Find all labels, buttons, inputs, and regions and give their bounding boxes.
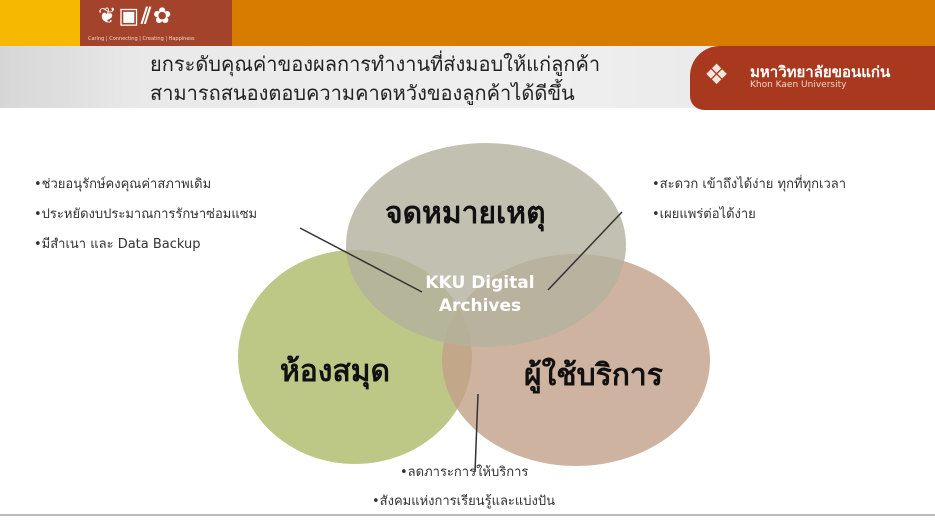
center-line-2: Archives (438, 296, 522, 316)
note-bottom-1: •ลดภาระการให้บริการ (400, 465, 529, 480)
note-left-3: •มีสำเนา และ Data Backup (34, 237, 201, 252)
university-name-th: มหาวิทยาลัยขอนแก่น (750, 63, 891, 81)
note-left-1: •ช่วยอนุรักษ์คงคุณค่าสภาพเดิม (34, 177, 212, 192)
logo-tagline: Caring | Connecting | Creating | Happine… (88, 36, 195, 42)
slide-title: ยกระดับคุณค่าของผลการทำงานที่ส่งมอบให้แก… (150, 50, 600, 108)
venn-label-archives: จดหมายเหตุ (385, 196, 546, 231)
title-line-2: สามารถสนองตอบความคาดหวังของลูกค้าได้ดีขึ… (150, 81, 575, 105)
note-right-2: •เผยแพร่ต่อได้ง่าย (652, 207, 756, 222)
header-yellow-block (0, 0, 80, 46)
venn-circle-archives (346, 143, 626, 347)
title-line-1: ยกระดับคุณค่าของผลการทำงานที่ส่งมอบให้แก… (150, 52, 601, 76)
venn-label-users: ผู้ใช้บริการ (524, 358, 663, 393)
venn-label-library: ห้องสมุด (280, 354, 391, 389)
university-badge: ❖ มหาวิทยาลัยขอนแก่น Khon Kaen Universit… (690, 46, 935, 110)
venn-center-label: KKU Digital Archives (400, 272, 560, 318)
note-right-1: •สะดวก เข้าถึงได้ง่าย ทุกที่ทุกเวลา (652, 177, 847, 192)
university-name-en: Khon Kaen University (750, 80, 847, 90)
pointer-line-bottom (474, 393, 479, 473)
logo-mark-icon: ❦▣⫽✿ (98, 4, 174, 29)
center-line-1: KKU Digital (425, 273, 535, 293)
footer-divider (0, 514, 935, 516)
note-bottom-2: •สังคมแห่งการเรียนรู้และแบ่งปัน (372, 494, 556, 509)
kku-emblem-icon: ❖ (704, 58, 730, 91)
pointer-line-right (547, 211, 623, 291)
note-left-2: •ประหยัดงบประมาณการรักษาซ่อมแซม (34, 207, 258, 222)
brand-logo: ❦▣⫽✿ Caring | Connecting | Creating | Ha… (80, 0, 232, 46)
pointer-line-left (299, 227, 423, 293)
